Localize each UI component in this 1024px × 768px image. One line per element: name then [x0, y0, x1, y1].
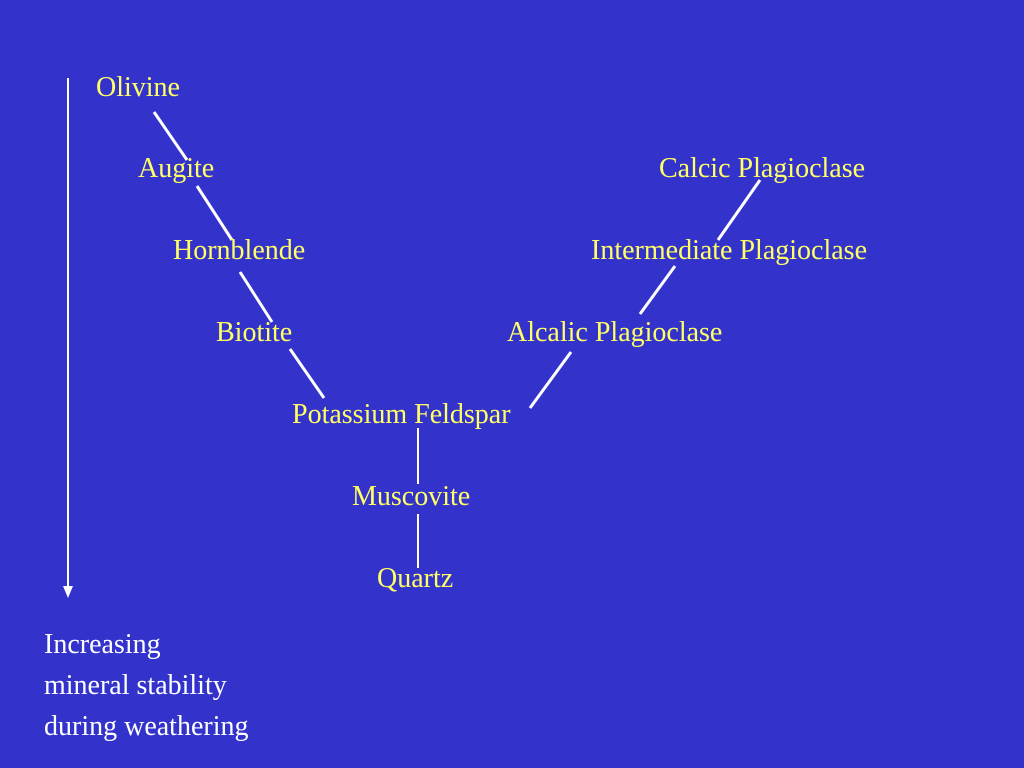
mineral-intermediate-plagioclase: Intermediate Plagioclase	[591, 235, 867, 266]
connector-biotite-potassium	[288, 348, 326, 399]
stability-arrow-head	[63, 586, 73, 598]
mineral-augite: Augite	[138, 153, 215, 184]
mineral-calcic-plagioclase: Calcic Plagioclase	[659, 153, 866, 184]
connector-augite-hornblende	[195, 185, 234, 241]
connector-hornblende-biotite	[238, 271, 274, 323]
connector-calcic-intermediate	[716, 179, 762, 241]
caption-line-1: Increasing	[44, 629, 161, 660]
mineral-quartz: Quartz	[377, 563, 454, 594]
connector-intermediate-alcalic	[638, 265, 677, 315]
stability-caption: Increasing mineral stability during weat…	[44, 624, 249, 747]
caption-line-3: during weathering	[44, 711, 249, 742]
mineral-alcalic-plagioclase: Alcalic Plagioclase	[507, 317, 723, 348]
mineral-biotite: Biotite	[216, 317, 293, 348]
mineral-muscovite: Muscovite	[352, 481, 471, 512]
connector-olivine-augite	[152, 111, 189, 161]
connector-alcalic-potassium	[528, 351, 573, 409]
mineral-olivine: Olivine	[96, 72, 180, 103]
caption-line-2: mineral stability	[44, 670, 227, 701]
mineral-hornblende: Hornblende	[173, 235, 306, 266]
mineral-potassium-feldspar: Potassium Feldspar	[292, 399, 511, 430]
